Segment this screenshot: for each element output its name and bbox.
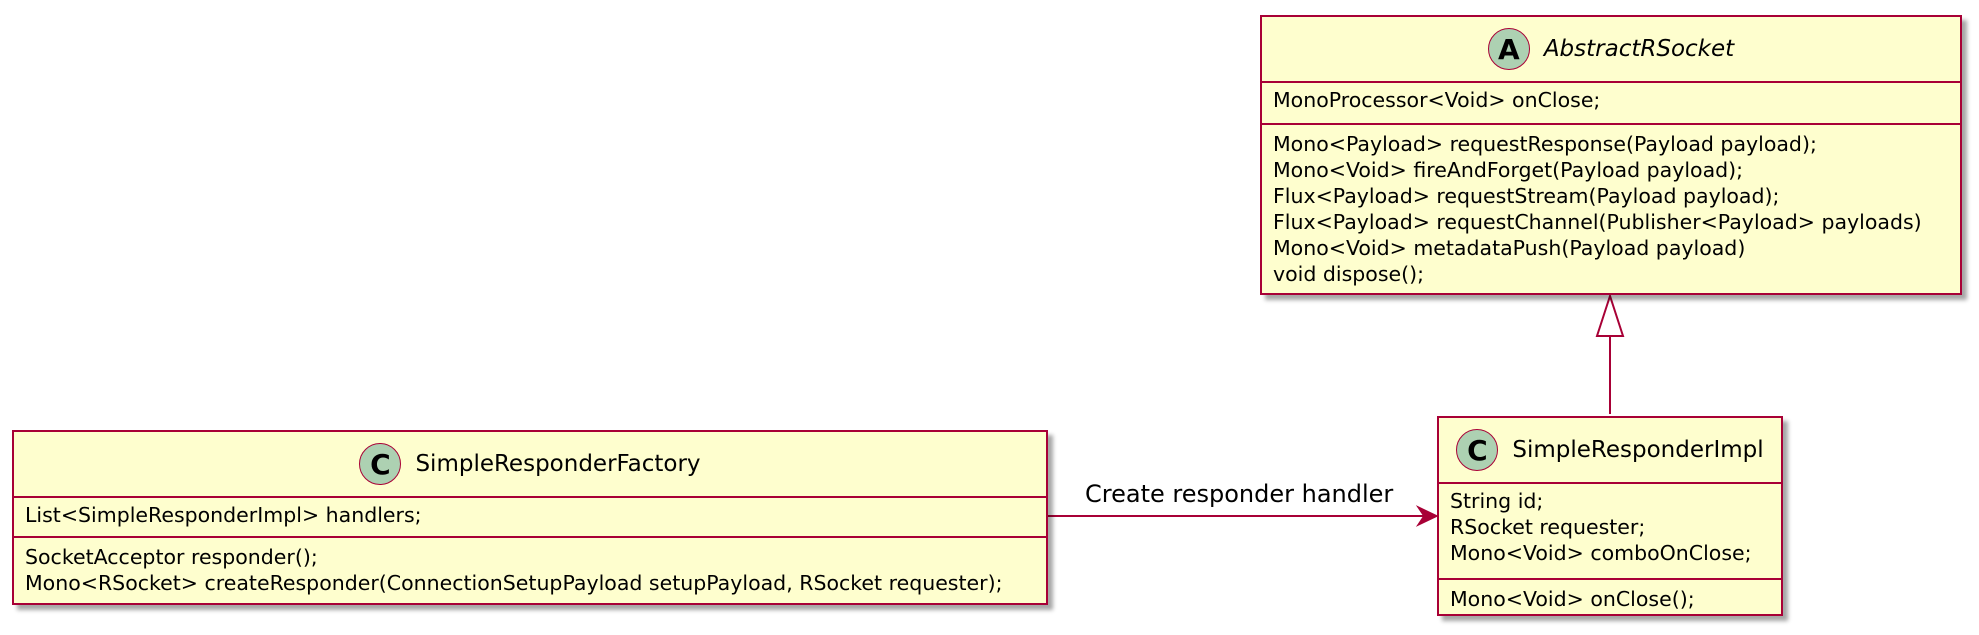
association-label: Create responder handler [1085,480,1394,508]
abstract-stereotype-icon: A [1487,28,1530,70]
field: List<SimpleResponderImpl> handlers; [25,503,422,527]
fields-section: String id; RSocket requester; Mono<Void>… [1439,484,1781,578]
class-name: AbstractRSocket [1543,36,1735,62]
class-abstract-rsocket: A AbstractRSocket MonoProcessor<Void> on… [1260,15,1962,295]
method: Flux<Payload> requestChannel(Publisher<P… [1273,210,1922,234]
class-name: SimpleResponderImpl [1512,437,1764,463]
class-header: C SimpleResponderFactory [14,432,1046,498]
method: Mono<RSocket> createResponder(Connection… [25,571,1003,595]
field: RSocket requester; [1450,515,1646,539]
class-header: A AbstractRSocket [1262,17,1960,83]
field: String id; [1450,489,1544,513]
method: Mono<Void> metadataPush(Payload payload) [1273,236,1746,260]
method: Mono<Void> fireAndForget(Payload payload… [1273,158,1744,182]
fields-section: MonoProcessor<Void> onClose; [1262,83,1960,123]
class-simple-responder-factory: C SimpleResponderFactory List<SimpleResp… [12,430,1048,605]
method: Flux<Payload> requestStream(Payload payl… [1273,184,1780,208]
association-arrowhead [1415,505,1439,527]
method: Mono<Payload> requestResponse(Payload pa… [1273,132,1817,156]
class-name: SimpleResponderFactory [415,451,701,477]
method: SocketAcceptor responder(); [25,545,318,569]
class-stereotype-icon: C [1456,429,1499,471]
inheritance-arrowhead [1595,292,1625,337]
method: void dispose(); [1273,262,1425,286]
class-simple-responder-impl: C SimpleResponderImpl String id; RSocket… [1437,416,1783,616]
methods-section: Mono<Void> onClose(); [1439,578,1781,616]
field: MonoProcessor<Void> onClose; [1273,88,1601,112]
class-header: C SimpleResponderImpl [1439,418,1781,484]
methods-section: Mono<Payload> requestResponse(Payload pa… [1262,123,1960,291]
method: Mono<Void> onClose(); [1450,587,1695,611]
field: Mono<Void> comboOnClose; [1450,541,1752,565]
methods-section: SocketAcceptor responder(); Mono<RSocket… [14,536,1046,600]
fields-section: List<SimpleResponderImpl> handlers; [14,498,1046,536]
class-stereotype-icon: C [359,443,402,485]
